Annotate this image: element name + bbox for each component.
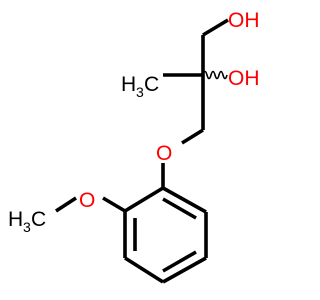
wavy-stereo-bond [202,70,228,80]
bond-skeleton [55,18,229,213]
methyl-top-subscript: 3 [136,84,144,100]
ring-bond-1 [162,186,207,214]
ring-bond-6 [124,186,164,213]
methoxy-oxygen-label: O [79,189,95,212]
benzene-ring [123,186,208,284]
methyl-group-top: H 3 C [121,73,159,100]
ring-bond-3 [162,256,207,284]
methyl-top-c: C [144,73,159,96]
bond-ch2top-oh [202,18,229,37]
bond-ring-methoxy-o [102,196,126,213]
ring-double-bond-2 [162,250,197,273]
methyl-top-h: H [121,73,136,96]
ether-oxygen-label: O [156,142,172,165]
methyl-bottom-h: H [8,208,23,231]
methyl-bottom-c: C [31,208,46,231]
methyl-group-bottom: H 3 C [8,208,46,235]
ring-bond-4 [124,256,164,284]
hydroxyl-label-middle: OH [228,67,260,90]
bond-ch2bottom-o [181,128,204,145]
ring-double-bond-1 [162,197,197,220]
hydroxyl-label-top: OH [228,9,260,32]
bond-methoxy-ch3 [55,196,77,213]
methyl-bottom-subscript: 3 [23,219,31,235]
molecule-structure: OH OH O O H 3 C H 3 C [8,9,260,284]
